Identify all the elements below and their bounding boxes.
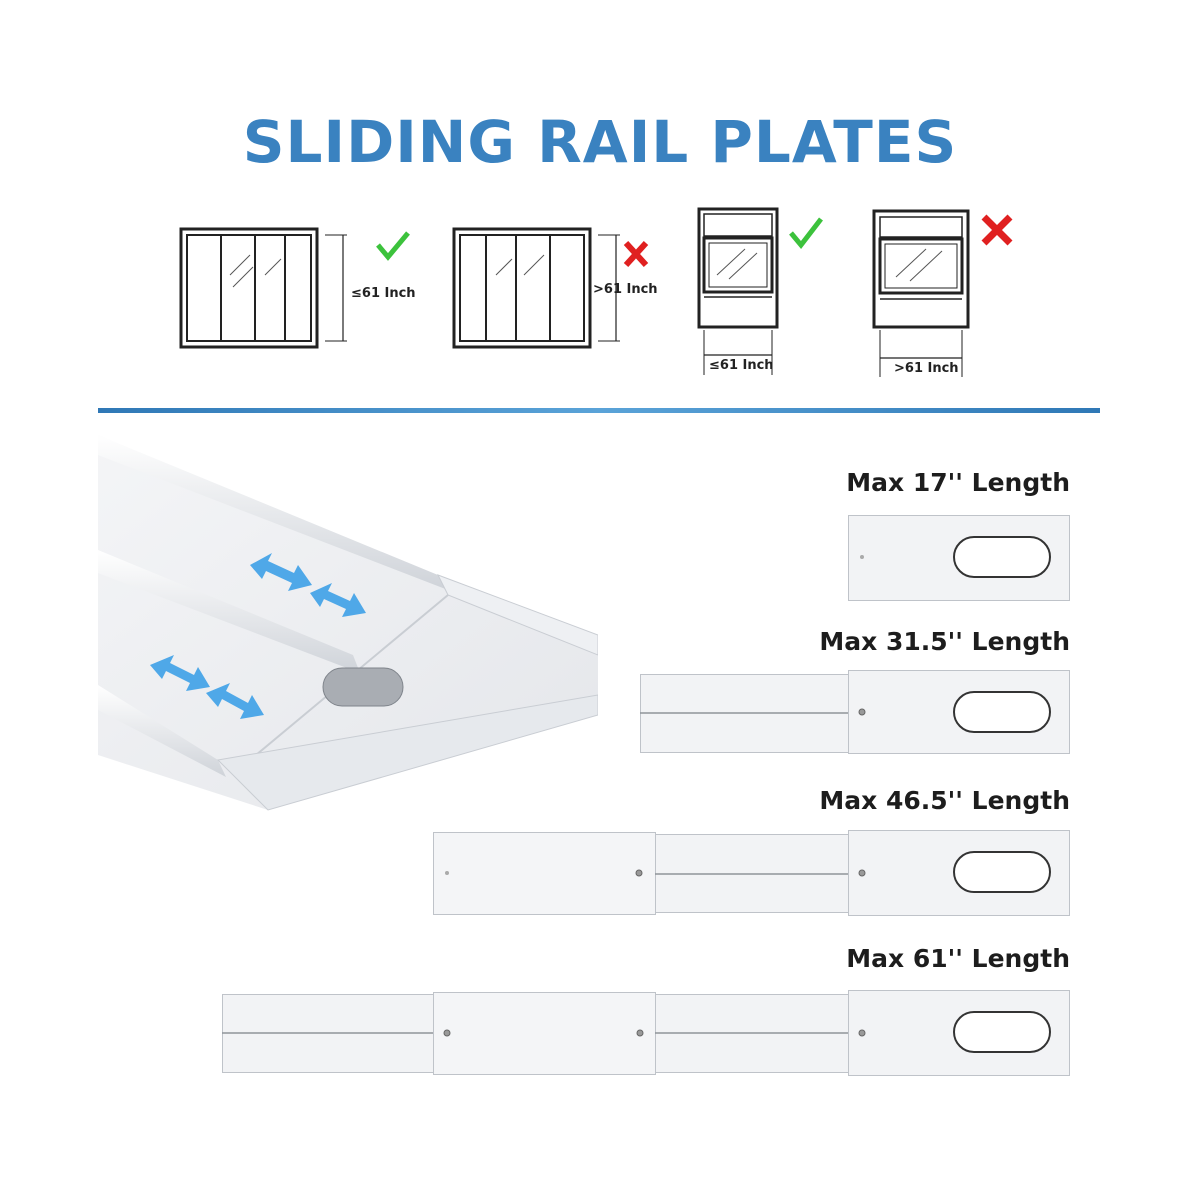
sliding-door-ok-diagram: ≤61 Inch <box>179 227 416 349</box>
rail-plate-31-5 <box>640 670 1070 754</box>
dimension-label: >61 Inch <box>593 282 658 297</box>
length-label-17: Max 17'' Length <box>846 468 1070 497</box>
rail-plate-61 <box>222 990 1070 1076</box>
rail-plate-46-5 <box>433 830 1070 916</box>
length-label-61: Max 61'' Length <box>846 944 1070 973</box>
cross-icon <box>981 214 1013 246</box>
dimension-label: ≤61 Inch <box>351 286 416 301</box>
double-arrow-icon <box>150 655 264 719</box>
check-icon <box>789 217 823 249</box>
dimension-label: ≤61 Inch <box>709 358 774 373</box>
hung-window-ok-diagram: ≤61 Inch <box>697 207 823 375</box>
section-divider <box>98 408 1100 413</box>
rail-plate-17 <box>848 515 1070 601</box>
page-title: SLIDING RAIL PLATES <box>242 108 958 176</box>
sliding-door-not-ok-diagram: >61 Inch <box>452 227 658 349</box>
double-arrow-icon <box>250 553 366 617</box>
hung-window-not-ok-diagram: >61 Inch <box>872 209 1013 377</box>
check-icon <box>376 231 410 261</box>
length-label-46-5: Max 46.5'' Length <box>819 786 1070 815</box>
length-label-31-5: Max 31.5'' Length <box>819 627 1070 656</box>
dimension-label: >61 Inch <box>894 361 959 376</box>
rail-plate-closeup <box>98 435 598 811</box>
cross-icon <box>623 240 649 268</box>
